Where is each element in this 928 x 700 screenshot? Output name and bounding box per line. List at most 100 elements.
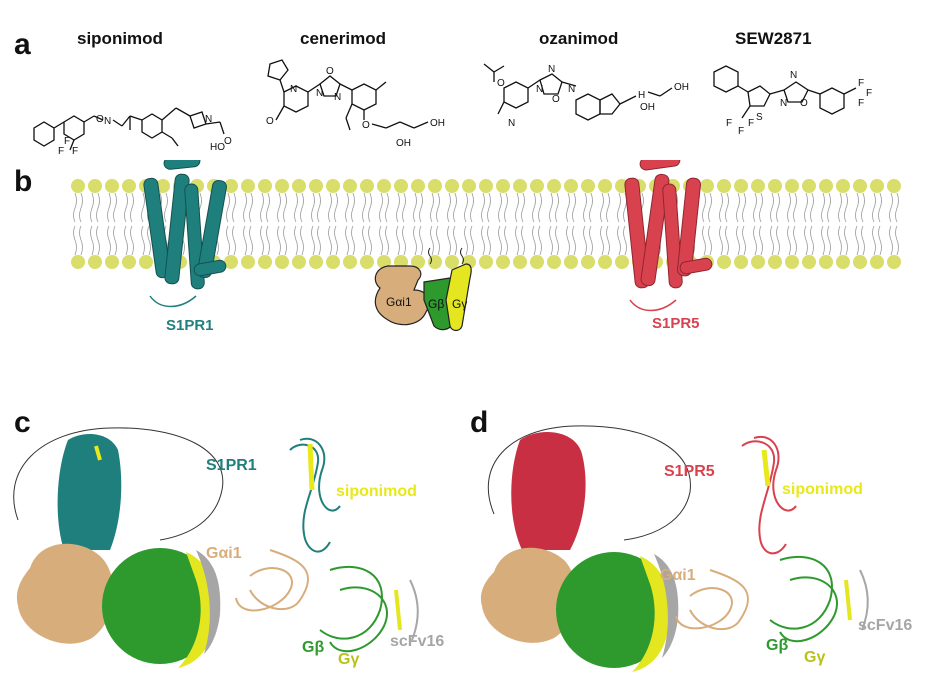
lipid-tail [79,225,83,256]
atom-label: N [780,98,787,109]
atom-label: O [266,116,274,127]
lipid-head [258,255,272,269]
lipid-tail [379,192,383,223]
lipid-tail [430,192,434,223]
lipid-head [71,179,85,193]
lipid-tail [243,192,247,223]
atom-label: F [58,146,64,157]
lipid-head [241,179,255,193]
lipid-tail [300,225,304,256]
lipid-tail [855,192,859,223]
lipid-tail [872,192,876,223]
atom-label: N [536,84,543,95]
lipid-tail [141,192,145,223]
lipid-tail [759,225,763,256]
lipid-tail [487,192,491,223]
lipid-tail [810,225,814,256]
lipid-tail [232,192,236,223]
lipid-head [530,255,544,269]
lipid-tail [124,225,128,256]
lipid-head [343,255,357,269]
lipid-head [309,179,323,193]
lipid-tail [725,225,729,256]
lipid-head [241,255,255,269]
lipid-head [819,179,833,193]
lipid-head [887,255,901,269]
lipid-tail [498,225,502,256]
lipid-tail [73,192,77,223]
lipid-tail [413,225,417,256]
lipid-tail [368,192,372,223]
lipid-head [71,255,85,269]
lipid-tail [736,225,740,256]
lipid-tail [317,225,321,256]
lipid-tail [753,192,757,223]
lipid-head [768,255,782,269]
lipid-tail [368,225,372,256]
cenerimod-structure [267,59,429,131]
c-gbeta-label: Gβ [302,639,324,656]
atom-label: O [800,98,808,109]
lipid-tail [226,192,230,223]
atom-label: O [497,78,505,89]
lipid-tail [861,192,865,223]
lipid-tail [90,192,94,223]
lipid-head [717,255,731,269]
lipid-tail [328,192,332,223]
lipid-head [836,255,850,269]
ribbon-model-c [235,437,419,653]
lipid-tail [249,192,253,223]
lipid-tail [821,192,825,223]
siponimod-structure [33,107,225,151]
atom-label: N [548,64,555,75]
lipid-head [105,255,119,269]
lipid-tail [147,225,151,256]
s1pr1-cartoon [143,160,227,308]
lipid-tail [113,192,117,223]
lipid-tail [385,192,389,223]
atom-label: HO [210,142,225,153]
lipid-head [292,179,306,193]
lipid-tail [702,192,706,223]
lipid-tail [827,225,831,256]
lipid-head [581,179,595,193]
lipid-head [360,179,374,193]
lipid-head [428,179,442,193]
lipid-tail [124,192,128,223]
lipid-tail [430,225,434,256]
lipid-tail [572,192,576,223]
lipid-head [853,179,867,193]
atom-label: O [552,94,560,105]
g-beta-label: Gβ [428,297,444,311]
atom-label: OH [674,82,689,93]
cryo-em-density-c [16,434,221,668]
lipid-head [615,255,629,269]
lipid-tail [79,192,83,223]
lipid-tail [96,225,100,256]
lipid-tail [793,225,797,256]
lipid-head [428,255,442,269]
lipid-tail [583,225,587,256]
lipid-tail [532,225,536,256]
lipid-tail [742,192,746,223]
sew2871-structure [713,65,857,119]
lipid-tail [889,225,893,256]
g-gamma-label: Gγ [452,297,467,311]
lipid-head [156,179,170,193]
lipid-head [751,255,765,269]
lipid-tail [617,192,621,223]
lipid-tail [447,225,451,256]
panel-letter-a: a [14,28,31,61]
lipid-head [411,179,425,193]
lipid-tail [283,225,287,256]
lipid-tail [719,192,723,223]
lipid-tail [141,225,145,256]
lipid-tail [549,192,553,223]
lipid-tail [515,192,519,223]
lipid-tail [453,192,457,223]
lipid-tail [362,192,366,223]
lipid-tail [481,225,485,256]
lipid-tail [776,225,780,256]
lipid-tail [300,192,304,223]
compound-name: cenerimod [300,29,386,48]
